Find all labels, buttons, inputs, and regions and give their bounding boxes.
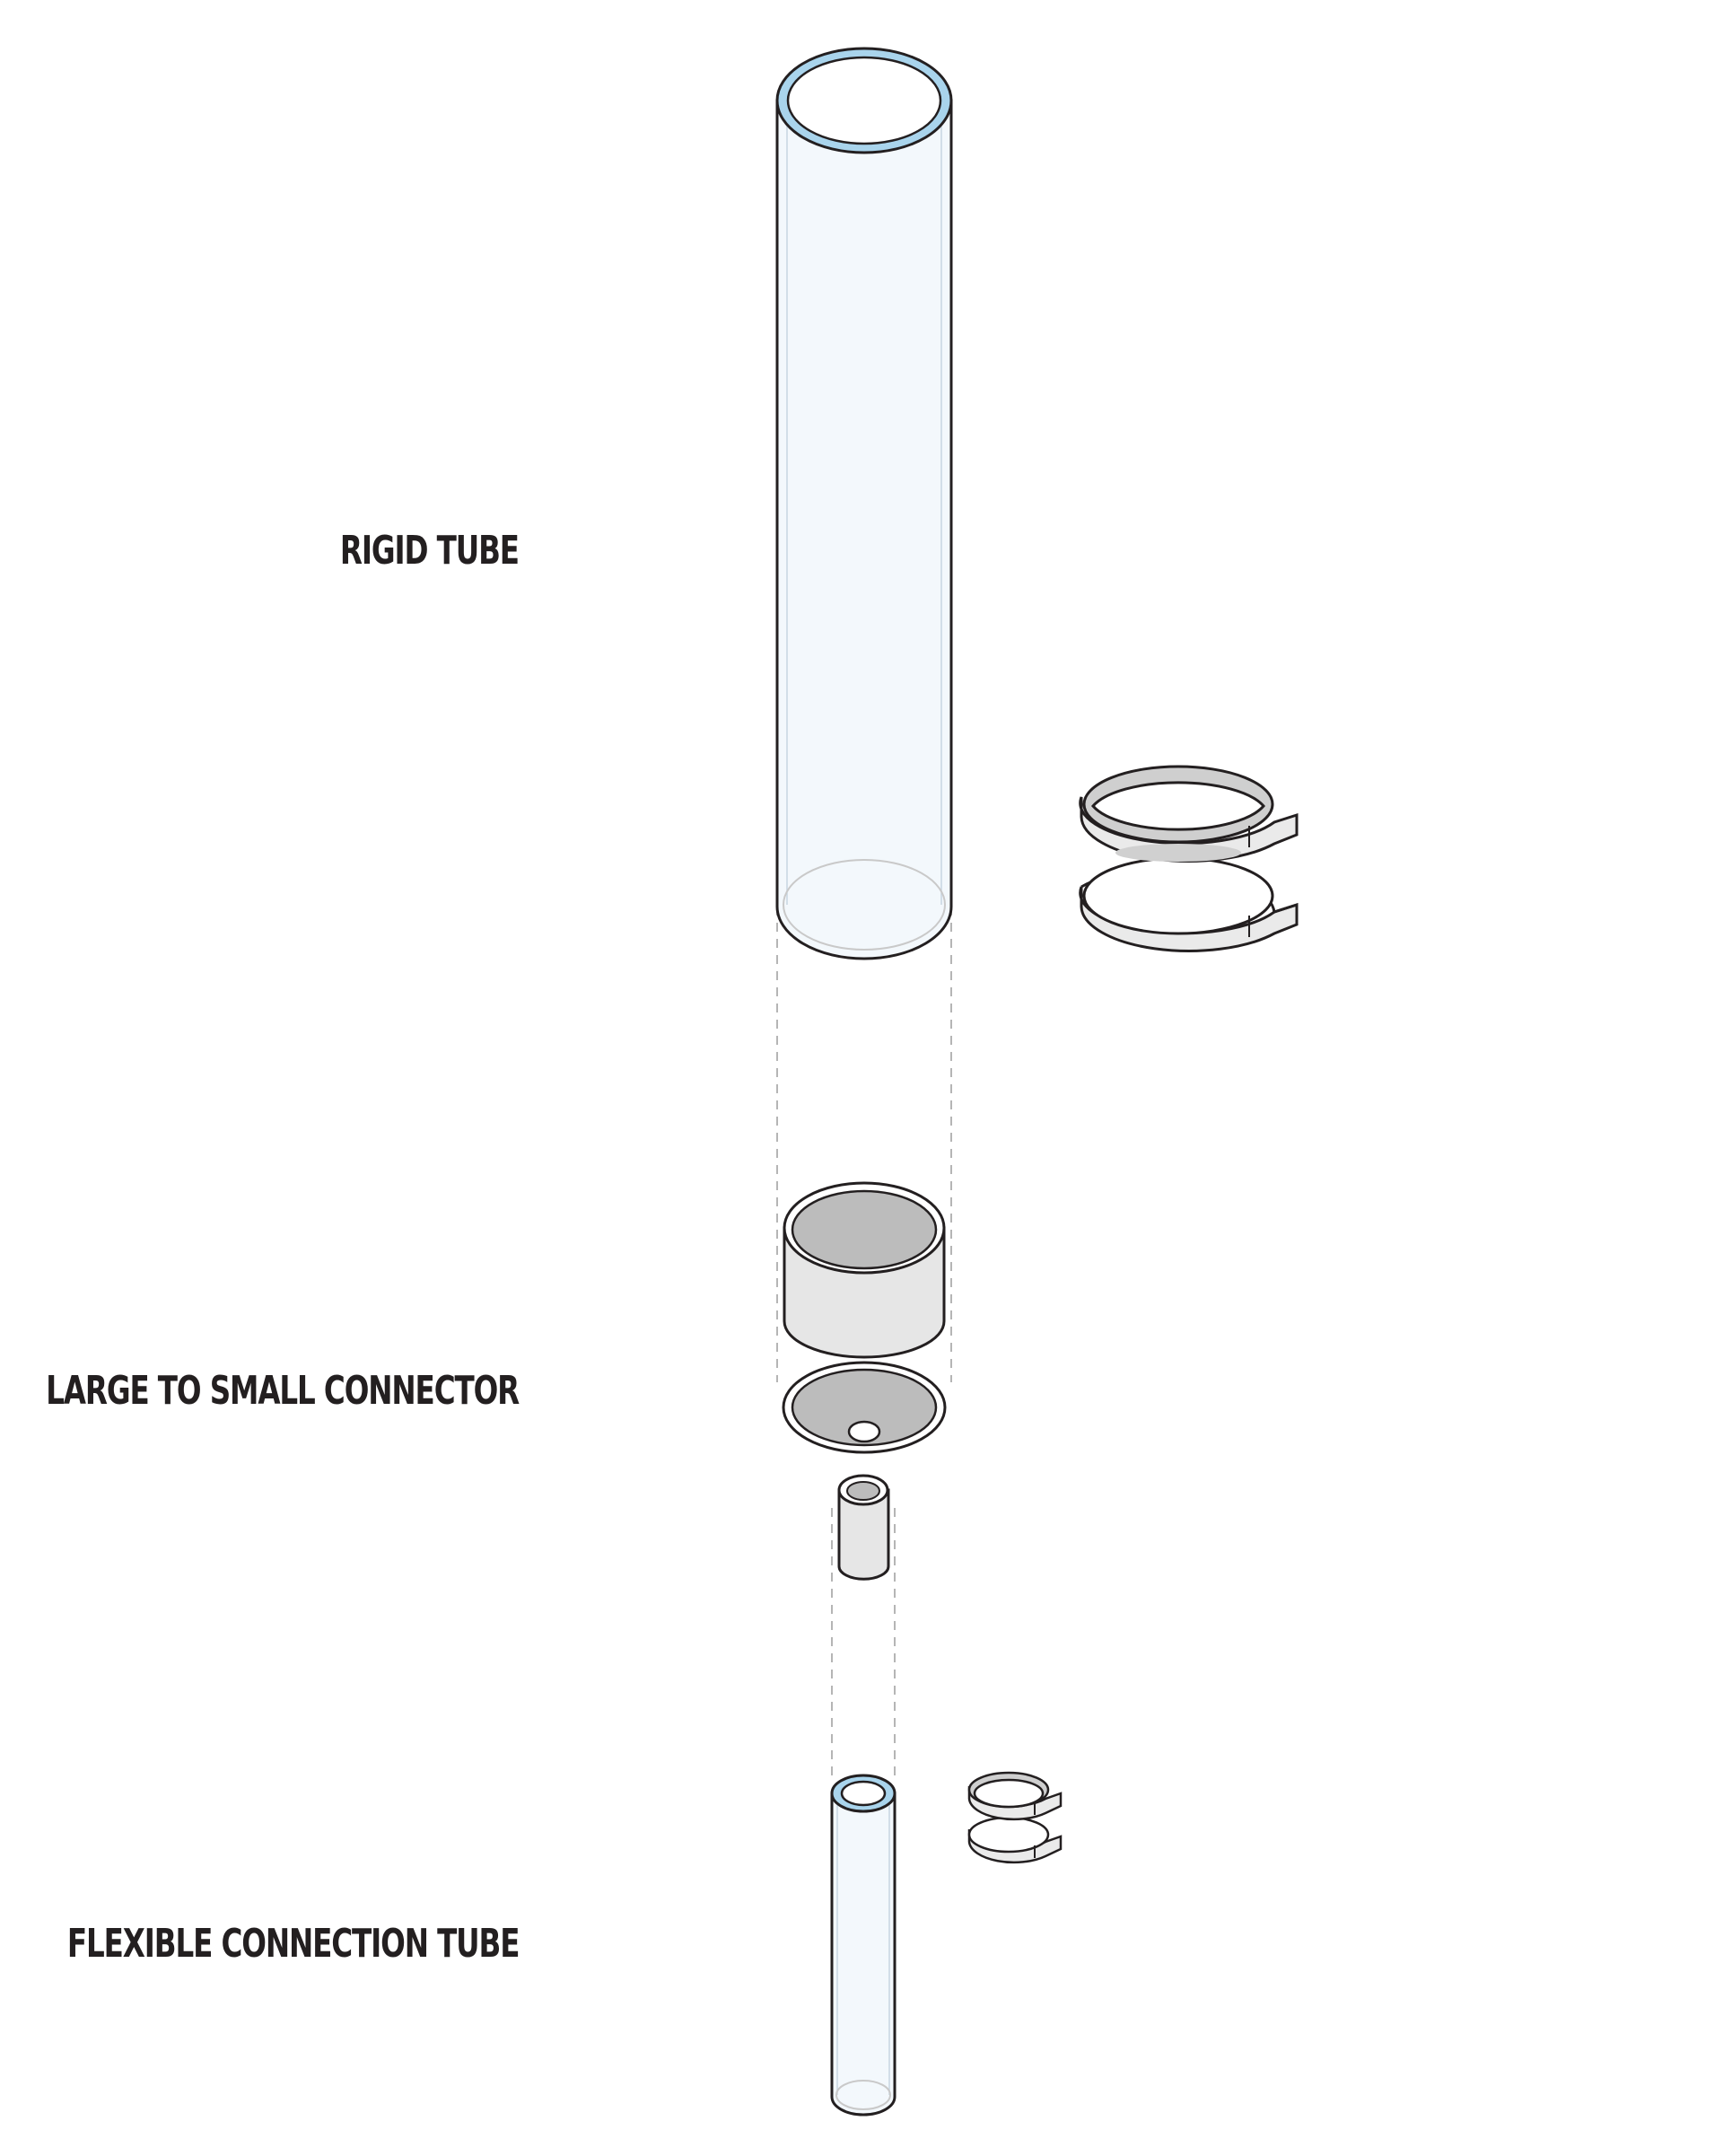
flexible-tube [830, 1774, 896, 2117]
connector-cone [782, 1361, 947, 1454]
connector-cup [783, 1181, 946, 1359]
guide-lines [776, 907, 952, 1777]
rigid-tube [775, 47, 953, 960]
connector-label: LARGE TO SMALL CONNECTOR [46, 1368, 520, 1414]
rigid-tube-label: RIGID TUBE [339, 528, 520, 574]
connector-spigot [837, 1474, 890, 1581]
small-hose-clamp [967, 1771, 1063, 1864]
flexible-tube-label: FLEXIBLE CONNECTION TUBE [66, 1921, 520, 1967]
large-hose-clamp [1079, 765, 1299, 952]
